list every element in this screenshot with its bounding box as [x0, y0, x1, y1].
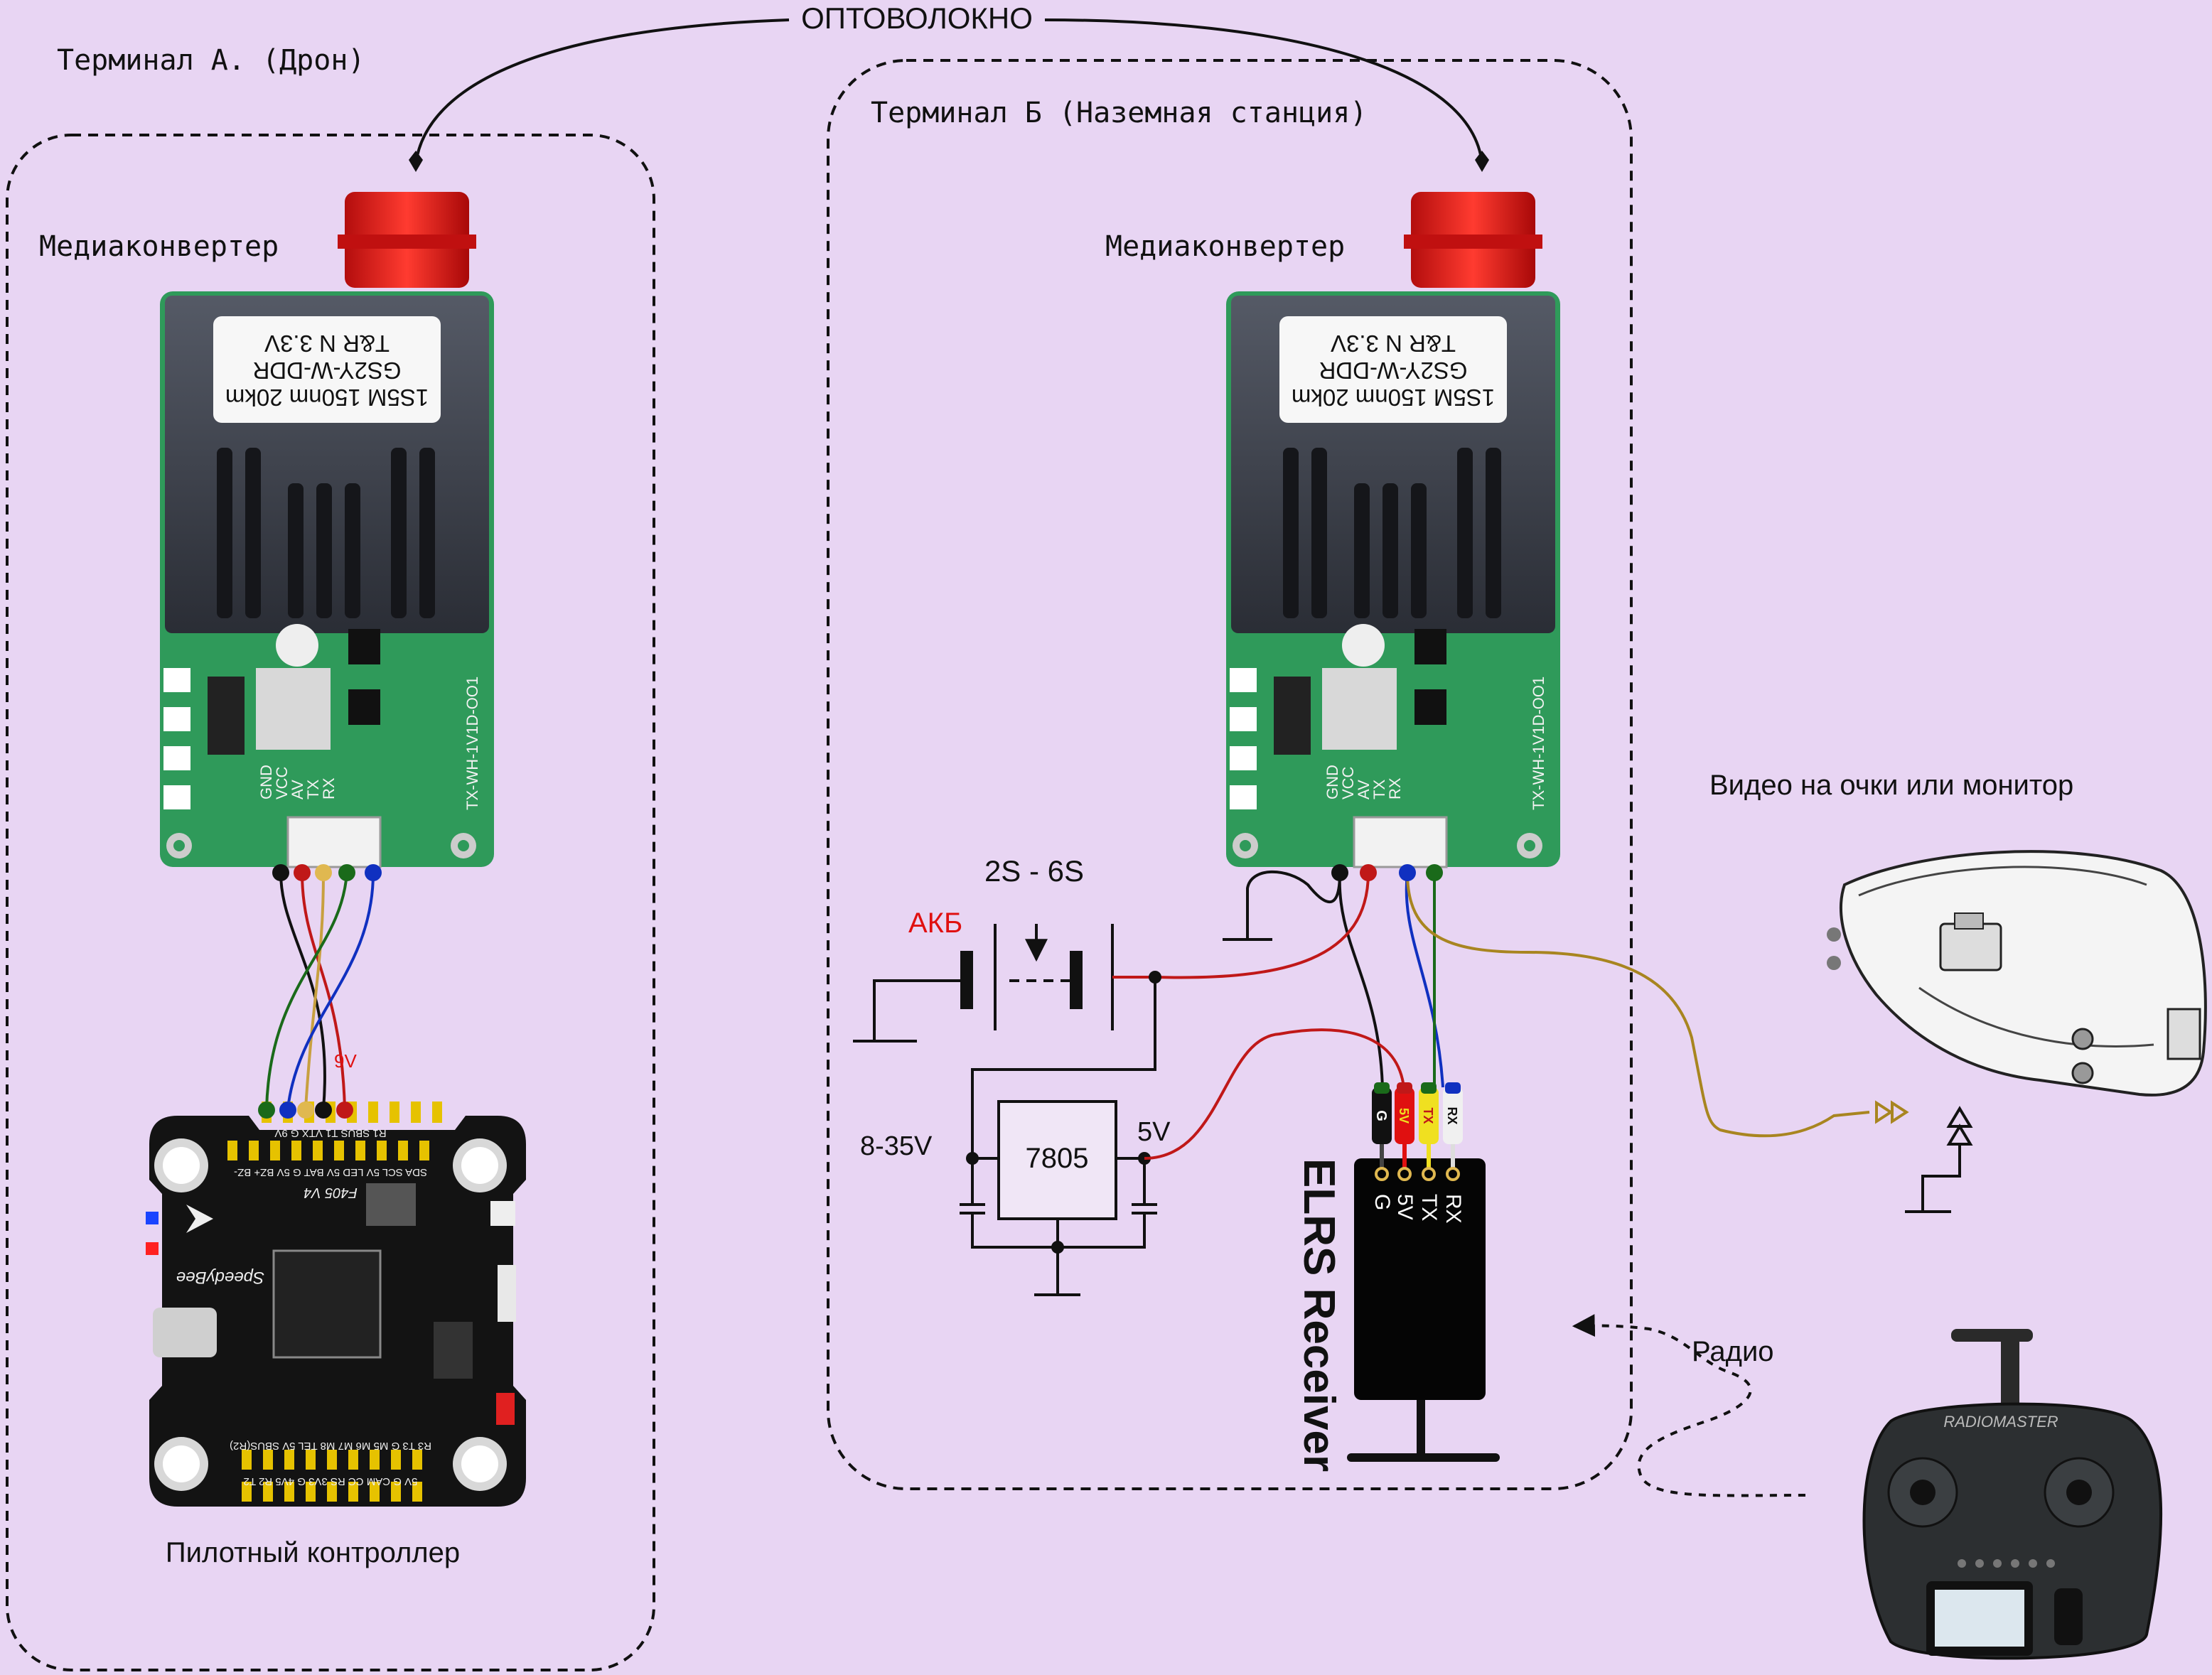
- battery-label: АКБ: [908, 907, 962, 939]
- converter-a-board-id: TX-WH-1V1D-OO1: [463, 677, 481, 810]
- radio-transmitter: RADIOMASTER: [1862, 1329, 2162, 1660]
- connector-pin-5v: 5V: [1397, 1108, 1411, 1124]
- converter-a-pin-vcc: VCC: [273, 766, 291, 799]
- fc-label: Пилотный контроллер: [166, 1537, 460, 1568]
- converter-b-sticker-3: T&R N 3.3V: [1331, 330, 1456, 357]
- terminal-a-box: [6, 134, 655, 1671]
- video-output-symbol: [1875, 1100, 1909, 1124]
- converter-b-pin-dots: [1331, 864, 1443, 881]
- fiber-line-right: [1044, 18, 1483, 164]
- flight-controller: R1 SBUS T1 VTX G 9V SDA SCL 5V LED 5V BA…: [146, 1102, 526, 1507]
- pcb-pin-g: G: [1370, 1194, 1394, 1210]
- converter-a-pin-gnd: GND: [257, 765, 275, 799]
- pcb-pin-tx: TX: [1417, 1194, 1441, 1221]
- pcb-pin-rx: RX: [1441, 1194, 1465, 1224]
- wires-b: [1154, 870, 1870, 1138]
- fc-pads-bottom2: R3 T3 G M5 M6 M7 M8 TEL 5V SBUS(R2): [230, 1440, 431, 1452]
- fc-pads-top2: SDA SCL 5V LED 5V BAT G 5V BZ+ BZ-: [234, 1166, 427, 1178]
- battery-cells-label: 2S - 6S: [984, 854, 1084, 888]
- regulator-circuit: [960, 977, 1157, 1296]
- fpv-goggles: [1827, 850, 2207, 1097]
- fc-pad-dots: [258, 1102, 353, 1119]
- converter-a-sticker-1: 1S5M 150nm 20km: [225, 384, 429, 411]
- converter-a-label: Медиаконвертер: [39, 230, 279, 263]
- radio-link: [1572, 1314, 1806, 1497]
- terminal-a-title: Терминал А. (Дрон): [57, 44, 365, 77]
- fiber-label: ОПТОВОЛОКНО: [801, 1, 1033, 35]
- converter-a-sticker-2: GS2Y-W-DDR: [252, 357, 401, 384]
- connector-pin-tx: TX: [1421, 1107, 1435, 1124]
- connector-pin-g: G: [1373, 1110, 1389, 1121]
- battery-symbol: [853, 924, 1114, 1043]
- converter-a-pin-dots: [272, 864, 382, 881]
- receiver-name: ELRS Receiver: [1294, 1158, 1343, 1472]
- fiber-line-left: [414, 18, 790, 164]
- input-range-label: 8-35V: [860, 1131, 933, 1161]
- fc-pads-bottom: 5V G CAM CC RS 3V3 G 4V5 R2 T2: [244, 1475, 418, 1487]
- converter-a-pin-rx: RX: [320, 777, 338, 799]
- video-label: Видео на очки или монитор: [1709, 770, 2073, 801]
- terminal-b-title: Терминал Б (Наземная станция): [871, 97, 1367, 129]
- pcb-pin-5v: 5V: [1393, 1194, 1417, 1220]
- fc-brand: SpeedyBee: [176, 1268, 264, 1287]
- converter-b-pin-gnd: GND: [1324, 765, 1341, 799]
- fc-9v-label: 9V: [334, 1050, 357, 1072]
- converter-b-board-id: TX-WH-1V1D-OO1: [1530, 677, 1547, 810]
- terminal-b-box: [827, 59, 1633, 1490]
- transmitter-brand: RADIOMASTER: [1943, 1413, 2058, 1431]
- converter-b-pin-rx: RX: [1386, 777, 1404, 799]
- converter-a-pin-tx: TX: [304, 780, 322, 799]
- wire-5v-to-receiver: [1144, 1028, 1405, 1160]
- converter-b-pin-av: AV: [1355, 780, 1373, 799]
- radio-label: Радио: [1692, 1336, 1774, 1367]
- fc-pads-top: R1 SBUS T1 VTX G 9V: [274, 1127, 386, 1139]
- converter-b-pin-tx: TX: [1370, 780, 1388, 799]
- converter-a-sticker-3: T&R N 3.3V: [264, 330, 390, 357]
- wires-a: [265, 872, 375, 1109]
- output-5v-label: 5V: [1137, 1117, 1171, 1147]
- elrs-receiver: G 5V TX RX G 5V TX RX: [1294, 1082, 1500, 1472]
- media-converter-a: 1S5M 150nm 20km GS2Y-W-DDR T&R N 3.3V GN…: [160, 192, 494, 868]
- converter-b-sticker-1: 1S5M 150nm 20km: [1292, 384, 1495, 411]
- regulator-label: 7805: [1026, 1143, 1089, 1174]
- converter-b-pin-vcc: VCC: [1339, 766, 1357, 799]
- media-converter-b: 1S5M 150nm 20km GS2Y-W-DDR T&R N 3.3V GN…: [1226, 192, 1560, 868]
- converter-b-label: Медиаконвертер: [1105, 230, 1345, 263]
- connector-pin-rx: RX: [1445, 1106, 1459, 1124]
- antenna-symbol: [1905, 1106, 1973, 1213]
- converter-b-sticker-2: GS2Y-W-DDR: [1319, 357, 1467, 384]
- fc-model: F405 V4: [304, 1185, 358, 1200]
- converter-a-pin-av: AV: [289, 780, 306, 799]
